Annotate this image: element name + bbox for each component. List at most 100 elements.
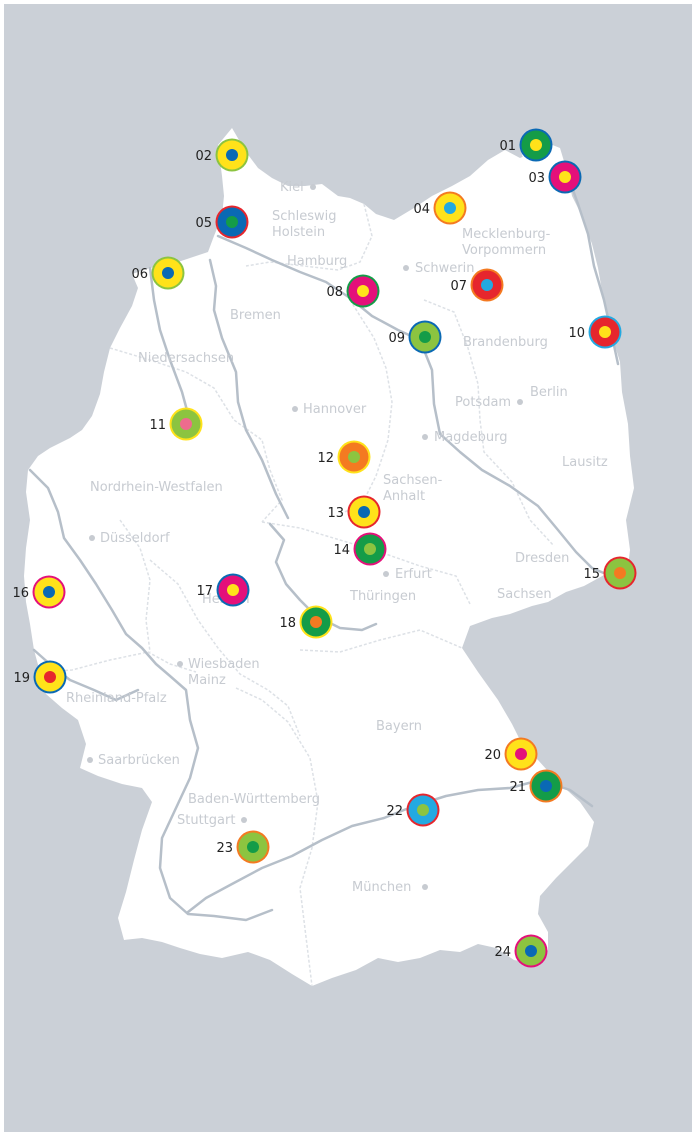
marker-04[interactable]: 04 xyxy=(413,191,467,225)
marker-center-dot xyxy=(525,945,537,957)
city-dot-duesseldorf xyxy=(89,535,95,541)
marker-number: 21 xyxy=(509,780,526,795)
city-dots xyxy=(87,184,523,890)
marker-center-dot xyxy=(417,804,429,816)
marker-center-dot xyxy=(364,543,376,555)
border-ni-nrw xyxy=(109,347,283,523)
region-schleswig: Schleswig xyxy=(272,209,337,224)
marker-center-dot xyxy=(530,139,542,151)
marker-center-dot xyxy=(348,451,360,463)
city-hannover: Hannover xyxy=(303,402,367,417)
markers: 01 02 03 04 05 06 07 08 09 10 11 12 13 14 15 16 17 18 19 20… xyxy=(12,128,637,968)
marker-number: 22 xyxy=(386,804,403,819)
marker-18[interactable]: 18 xyxy=(279,605,333,639)
marker-05[interactable]: 05 xyxy=(195,205,249,239)
region-sachsen-anhalt-1: Sachsen- xyxy=(383,473,443,488)
marker-center-dot xyxy=(614,567,626,579)
city-erfurt: Erfurt xyxy=(395,567,432,582)
marker-center-dot xyxy=(226,216,238,228)
marker-20[interactable]: 20 xyxy=(484,737,538,771)
marker-13[interactable]: 13 xyxy=(327,495,381,529)
region-vorpommern: Vorpommern xyxy=(462,243,546,258)
marker-center-dot xyxy=(599,326,611,338)
city-dot-stuttgart xyxy=(241,817,247,823)
city-dresden: Dresden xyxy=(515,551,569,566)
marker-number: 23 xyxy=(216,841,233,856)
marker-center-dot xyxy=(247,841,259,853)
marker-center-dot xyxy=(43,586,55,598)
city-wiesbaden: Wiesbaden xyxy=(188,657,260,672)
marker-number: 15 xyxy=(583,567,600,582)
marker-center-dot xyxy=(44,671,56,683)
city-labels: Kiel Schwerin Hamburg Bremen Hannover Po… xyxy=(98,180,569,895)
marker-15[interactable]: 15 xyxy=(583,556,637,590)
region-brandenburg: Brandenburg xyxy=(463,335,548,350)
city-dot-erfurt xyxy=(383,571,389,577)
border-bw-by xyxy=(235,687,319,987)
marker-number: 09 xyxy=(388,331,405,346)
marker-11[interactable]: 11 xyxy=(149,407,203,441)
city-duesseldorf: Düsseldorf xyxy=(100,531,170,546)
region-sachsen: Sachsen xyxy=(497,587,552,602)
marker-09[interactable]: 09 xyxy=(388,320,442,354)
city-dot-saarbruecken xyxy=(87,757,93,763)
marker-02[interactable]: 02 xyxy=(195,138,249,172)
city-stuttgart: Stuttgart xyxy=(177,813,235,828)
city-hamburg: Hamburg xyxy=(287,254,347,269)
region-baden-wuerttemberg: Baden-Württemberg xyxy=(188,792,320,807)
marker-center-dot xyxy=(419,331,431,343)
marker-22[interactable]: 22 xyxy=(386,793,440,827)
marker-number: 08 xyxy=(326,285,343,300)
city-berlin: Berlin xyxy=(530,385,568,400)
marker-08[interactable]: 08 xyxy=(326,274,380,308)
marker-14[interactable]: 14 xyxy=(333,532,387,566)
region-nordrhein-westfalen: Nordrhein-Westfalen xyxy=(90,480,223,495)
marker-center-dot xyxy=(227,584,239,596)
city-bremen: Bremen xyxy=(230,308,281,323)
border-nrw-h xyxy=(119,519,151,653)
marker-center-dot xyxy=(444,202,456,214)
marker-12[interactable]: 12 xyxy=(317,440,371,474)
city-dot-kiel xyxy=(310,184,316,190)
region-bayern: Bayern xyxy=(376,719,422,734)
marker-center-dot xyxy=(481,279,493,291)
marker-number: 12 xyxy=(317,451,334,466)
marker-01[interactable]: 01 xyxy=(499,128,553,162)
marker-03[interactable]: 03 xyxy=(528,160,582,194)
marker-number: 13 xyxy=(327,506,344,521)
city-mainz: Mainz xyxy=(188,673,226,688)
marker-21[interactable]: 21 xyxy=(509,769,563,803)
marker-number: 14 xyxy=(333,543,350,558)
marker-24[interactable]: 24 xyxy=(494,934,548,968)
marker-center-dot xyxy=(358,506,370,518)
region-thueringen: Thüringen xyxy=(349,589,416,604)
border-by-north xyxy=(299,629,463,653)
marker-06[interactable]: 06 xyxy=(131,256,185,290)
border-rlp xyxy=(39,651,197,673)
river-ems xyxy=(148,266,190,416)
region-labels: Schleswig Holstein Mecklenburg- Vorpomme… xyxy=(66,209,608,807)
marker-number: 01 xyxy=(499,139,516,154)
river-rhine xyxy=(28,468,274,922)
marker-19[interactable]: 19 xyxy=(13,660,67,694)
city-saarbruecken: Saarbrücken xyxy=(98,753,180,768)
border-sh-mv xyxy=(245,203,373,271)
region-sachsen-anhalt-2: Anhalt xyxy=(383,489,425,504)
city-schwerin: Schwerin xyxy=(415,261,474,276)
marker-center-dot xyxy=(180,418,192,430)
region-lausitz: Lausitz xyxy=(562,455,608,470)
marker-number: 19 xyxy=(13,671,30,686)
marker-center-dot xyxy=(515,748,527,760)
marker-16[interactable]: 16 xyxy=(12,575,66,609)
marker-10[interactable]: 10 xyxy=(568,315,622,349)
marker-number: 05 xyxy=(195,216,212,231)
marker-17[interactable]: 17 xyxy=(196,573,250,607)
marker-number: 03 xyxy=(528,171,545,186)
marker-center-dot xyxy=(540,780,552,792)
river-elbe xyxy=(216,234,608,576)
marker-23[interactable]: 23 xyxy=(216,830,270,864)
marker-07[interactable]: 07 xyxy=(450,268,504,302)
marker-number: 04 xyxy=(413,202,430,217)
city-dot-muenchen xyxy=(422,884,428,890)
